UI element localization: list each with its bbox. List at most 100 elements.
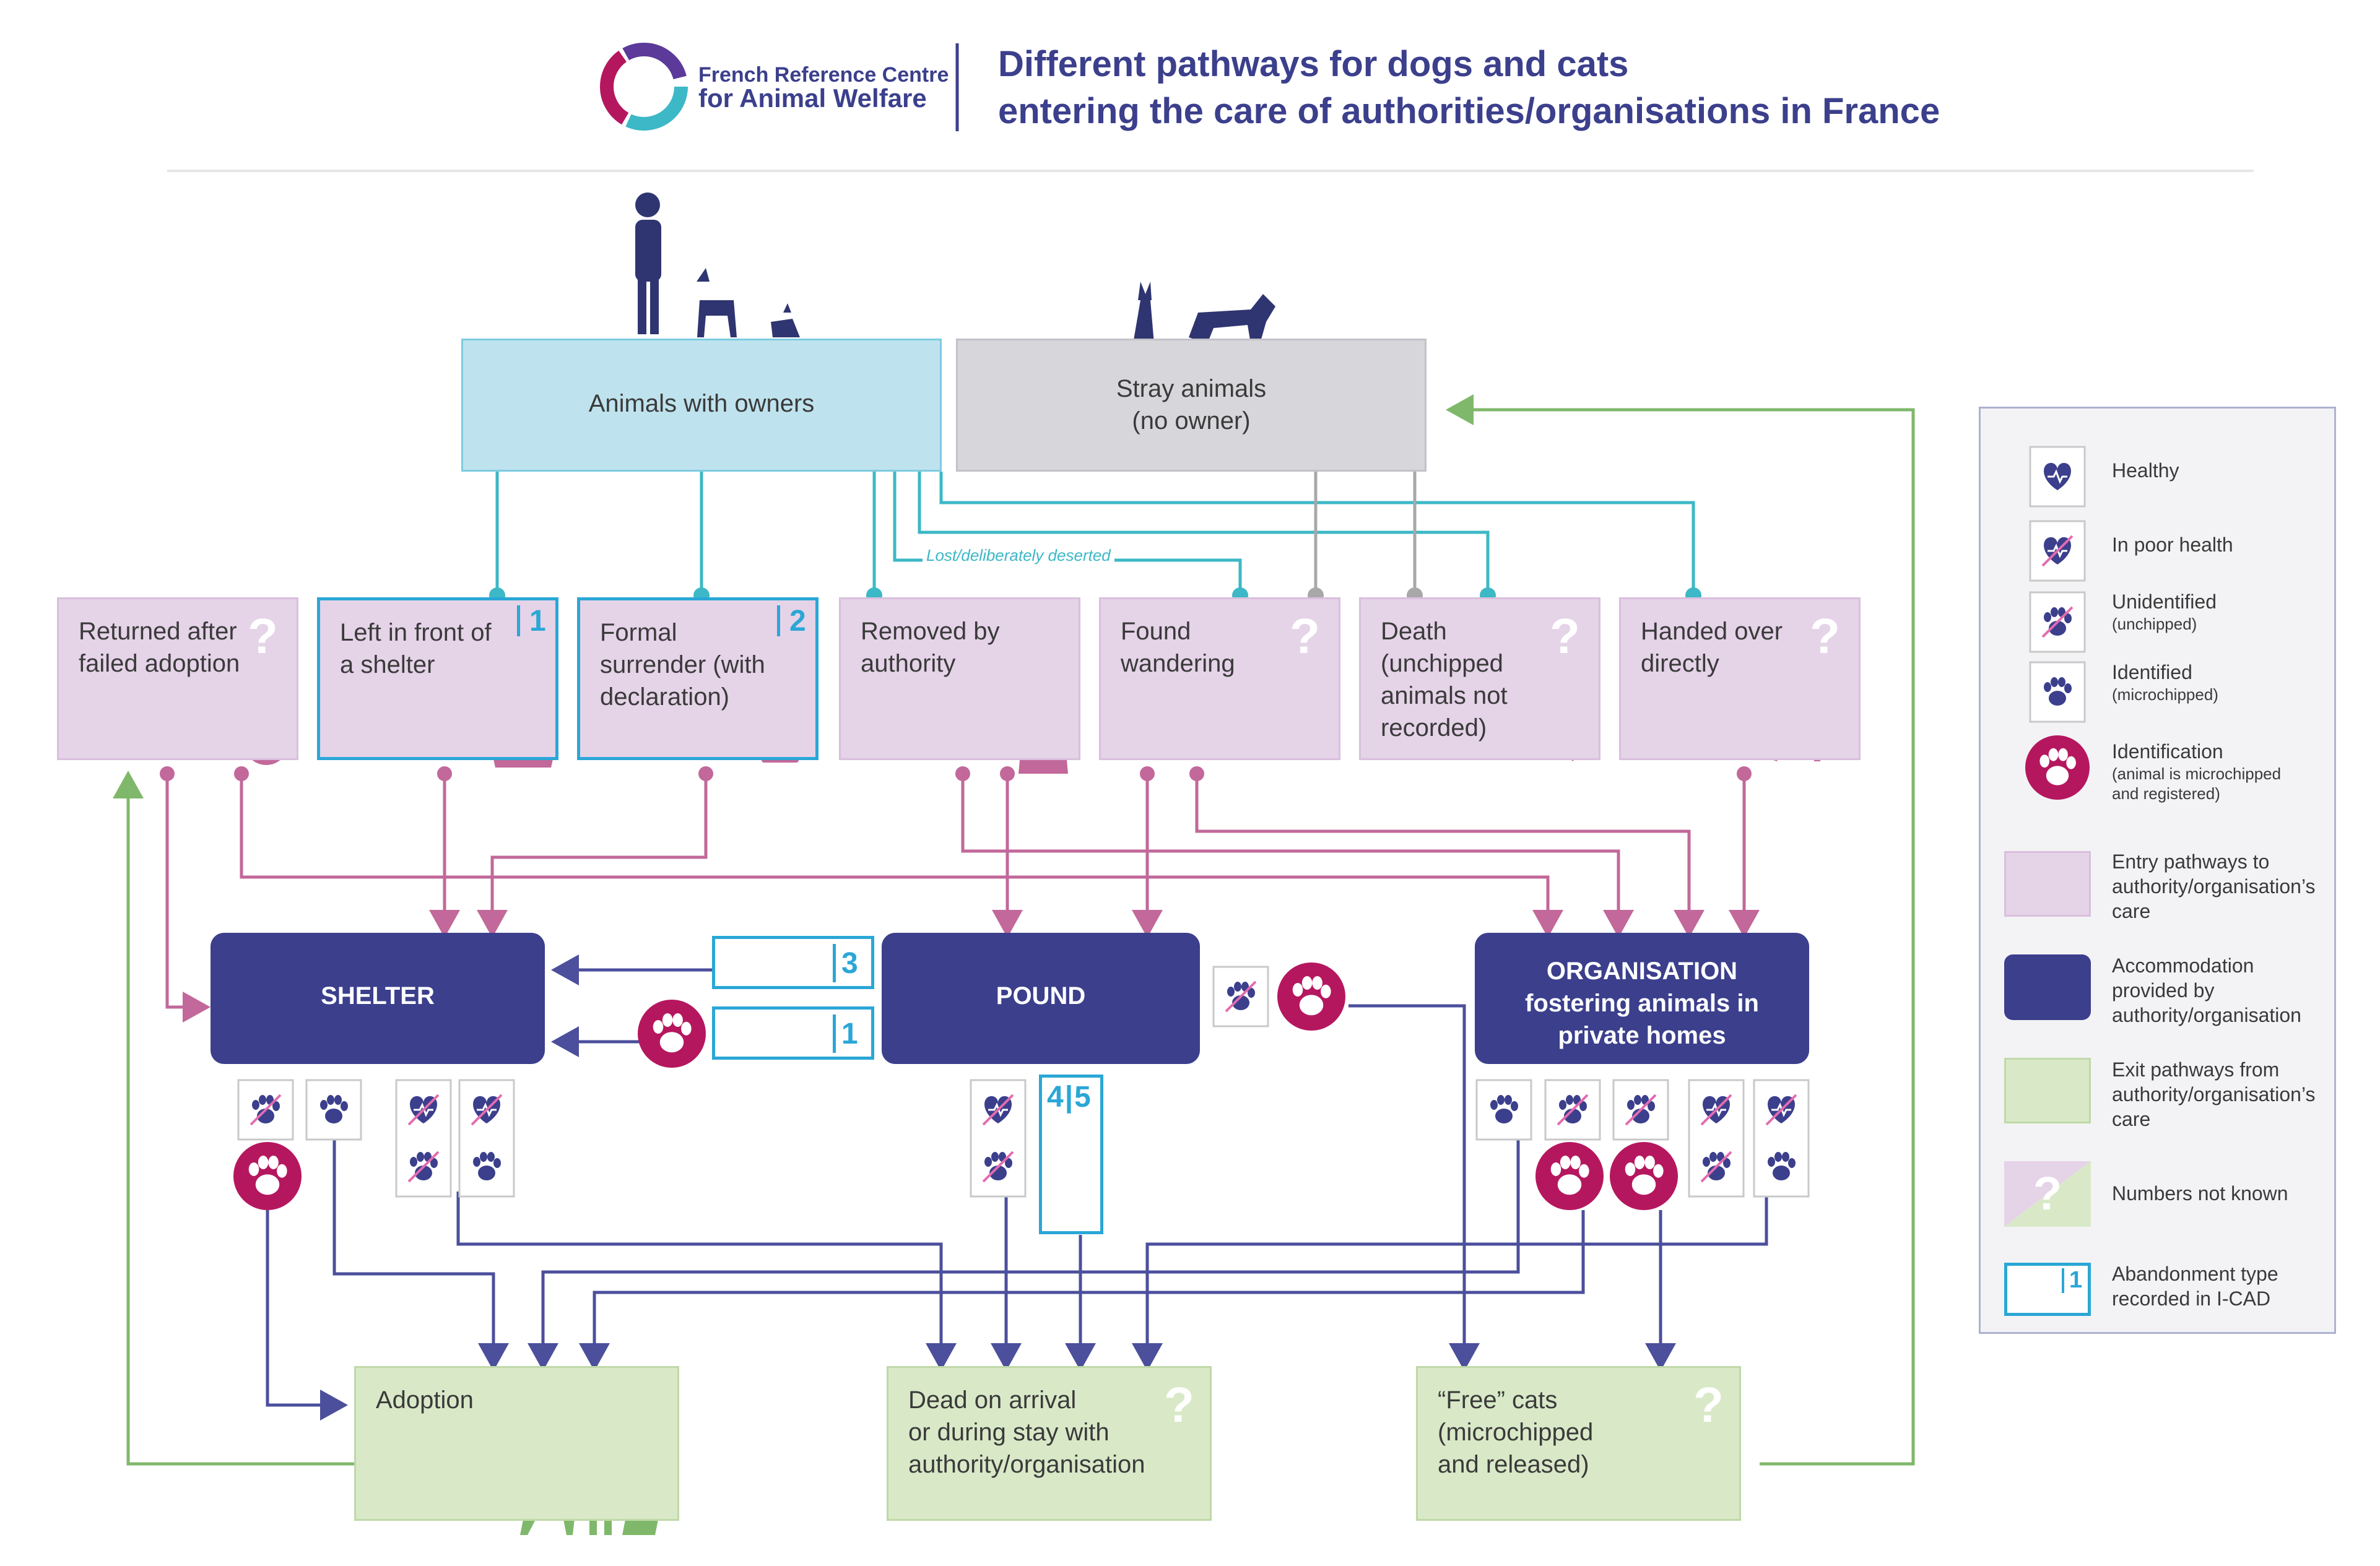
- identification-badge: [1535, 1142, 1604, 1210]
- heart-icon: [2044, 462, 2071, 490]
- stray-animals-icon: [1133, 282, 1275, 344]
- legend-poor-health: In poor health: [2112, 534, 2233, 556]
- unknown-mark: ?: [1810, 608, 1840, 664]
- exit-free-cats: “Free” cats (microchipped and released) …: [1416, 1366, 1741, 1521]
- unknown-mark: ?: [1164, 1377, 1194, 1432]
- paw-crossed-icon: [407, 1151, 440, 1183]
- shelter-label: SHELTER: [321, 982, 435, 1010]
- heart-crossed-icon: [1765, 1094, 1797, 1126]
- owners-label: Animals with owners: [588, 390, 815, 417]
- unknown-mark: ?: [1693, 1377, 1724, 1432]
- paw-crossed-icon: [982, 1151, 1014, 1183]
- entry-formal-surrender: Formal surrender (with declaration) 2: [577, 597, 819, 760]
- legend-accommodation: Accommodation provided by authority/orga…: [2112, 954, 2301, 1026]
- identification-badge: [233, 1142, 302, 1210]
- entry-formal-surrender-label: Formal surrender (with declaration): [600, 619, 765, 711]
- abandonment-code: 2: [789, 605, 806, 638]
- lost-deserted-label: Lost/deliberately deserted: [923, 546, 1114, 565]
- pound-exit-codes: 4|5: [1039, 1075, 1103, 1234]
- page-title-line1: Different pathways for dogs and cats: [998, 44, 1629, 84]
- paw-crossed-icon: [2041, 606, 2074, 638]
- identification-badge: [2025, 735, 2090, 800]
- abandonment-code: 1: [841, 1018, 858, 1050]
- abandonment-code: 1: [2069, 1267, 2083, 1293]
- entry-handed-label: Handed over directly: [1641, 618, 1783, 677]
- tile-poor-id: [458, 1079, 515, 1198]
- entry-removed-label: Removed by authority: [861, 618, 1000, 677]
- tile-org-identified: [1475, 1079, 1532, 1141]
- entry-found-wandering: Found wandering ?: [1099, 597, 1340, 760]
- shelter-box: SHELTER: [211, 933, 545, 1064]
- exit-free-cats-label: “Free” cats (microchipped and released): [1438, 1386, 1594, 1478]
- logo-icon: [600, 43, 688, 131]
- legend-accommodation-swatch: [2004, 954, 2091, 1020]
- owner-connectors: [495, 472, 1695, 595]
- heart-crossed-icon: [471, 1094, 503, 1126]
- legend-numbers-not-known: Numbers not known: [2112, 1182, 2288, 1205]
- entry-handed-over: Handed over directly ?: [1619, 597, 1861, 760]
- abandonment-code: 3: [841, 947, 858, 980]
- entry-connectors: [165, 774, 1760, 1023]
- pound-label: POUND: [996, 982, 1086, 1010]
- abandonment-code: 1: [529, 605, 546, 638]
- legend-identified-swatch: [2004, 661, 2091, 732]
- paw-crossed-icon: [1557, 1094, 1589, 1126]
- paw-crossed-icon: [250, 1094, 282, 1126]
- logo-line1: French Reference Centre: [698, 63, 949, 87]
- identification-badge: [1610, 1142, 1678, 1210]
- unknown-mark: ?: [1550, 608, 1580, 664]
- owner-family-icon: [635, 193, 800, 337]
- tile-org-poor-unid: [1688, 1079, 1745, 1198]
- legend-exit-pathways: Exit pathways from authority/organisatio…: [2112, 1058, 2316, 1130]
- legend-exit-swatch: [2004, 1058, 2091, 1123]
- legend-identification: Identification(animal is microchipped an…: [2112, 740, 2282, 803]
- legend-panel: Healthy In poor health Unidentified(unch…: [1979, 407, 2336, 1334]
- stray-label: Stray animals (no owner): [1116, 375, 1267, 435]
- stray-connectors: [1314, 472, 1417, 595]
- legend-entry-pathways: Entry pathways to authority/organisation…: [2112, 850, 2316, 922]
- owners-box: Animals with owners: [461, 339, 942, 472]
- entry-found-label: Found wandering: [1121, 618, 1235, 677]
- unknown-mark: ?: [248, 608, 278, 664]
- tile-pound-unid: [1212, 966, 1269, 1027]
- paw-crossed-icon: [1625, 1094, 1657, 1126]
- paw-crossed-icon: [1225, 980, 1257, 1013]
- entry-removed: Removed by authority: [839, 597, 1080, 760]
- pound-to-shelter-code-b: 1: [712, 1006, 874, 1060]
- exit-dead: Dead on arrival or during stay with auth…: [887, 1366, 1212, 1521]
- tile-identified: [305, 1079, 362, 1141]
- entry-left-shelter-label: Left in front of a shelter: [340, 619, 492, 678]
- legend-abandonment-type: Abandonment type recorded in I-CAD: [2112, 1263, 2278, 1310]
- entry-returned: Returned after failed adoption ?: [57, 597, 298, 760]
- legend-unidentified: Unidentified(unchipped): [2112, 590, 2217, 633]
- identification-badge: [1277, 963, 1345, 1031]
- abandonment-code: 4|5: [1047, 1081, 1092, 1114]
- entry-death: Death (unchipped animals not recorded) ?: [1359, 597, 1600, 760]
- legend-identified: Identified(microchipped): [2112, 661, 2218, 704]
- entry-left-shelter: Left in front of a shelter 1: [317, 597, 558, 760]
- stray-box: Stray animals (no owner): [956, 339, 1427, 472]
- return-loops: [113, 394, 1915, 1466]
- legend-unidentified-swatch: [2004, 591, 2091, 662]
- tile-unidentified: [237, 1079, 294, 1141]
- organisation-box: ORGANISATION fostering animals in privat…: [1475, 933, 1809, 1064]
- page-title-line2: entering the care of authorities/organis…: [998, 91, 1940, 131]
- logo-line2: for Animal Welfare: [698, 84, 927, 113]
- pound-box: POUND: [882, 933, 1200, 1064]
- tile-poor-unid: [395, 1079, 452, 1198]
- tile-org-poor-id: [1753, 1079, 1810, 1198]
- legend-entry-swatch: [2004, 851, 2091, 917]
- status-tiles: [233, 949, 1810, 1214]
- exit-dead-label: Dead on arrival or during stay with auth…: [908, 1386, 1145, 1478]
- legend-unknown-swatch: ?: [2004, 1161, 2091, 1227]
- legend-healthy: Healthy: [2112, 459, 2179, 482]
- identification-badge: [638, 1000, 706, 1068]
- organisation-label: ORGANISATION fostering animals in privat…: [1525, 958, 1759, 1049]
- exit-connectors: [266, 954, 1768, 1421]
- exit-adoption: Adoption: [354, 1366, 679, 1521]
- exit-adoption-label: Adoption: [376, 1386, 474, 1414]
- heart-crossed-icon: [407, 1094, 440, 1126]
- heart-crossed-icon: [1700, 1094, 1732, 1126]
- tile-pound-dead: [970, 1079, 1027, 1198]
